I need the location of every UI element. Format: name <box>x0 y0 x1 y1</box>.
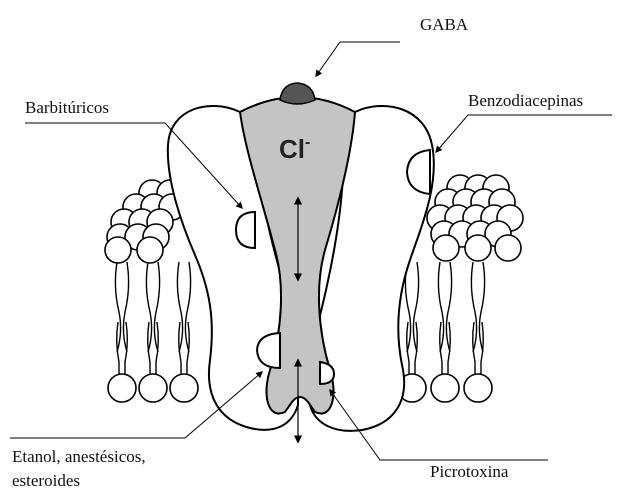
barbituricos-label: Barbitúricos <box>25 98 109 117</box>
benzodiacepinas-label: Benzodiacepinas <box>468 91 583 110</box>
lipid-head <box>495 235 521 261</box>
picrotoxina-label: Picrotoxina <box>430 462 509 481</box>
gaba-leader <box>316 42 400 76</box>
lipid-head <box>433 235 459 261</box>
etanol-label-line1: Etanol, anestésicos, <box>12 447 146 466</box>
lipid-head <box>431 374 459 402</box>
lipid-head <box>170 374 198 402</box>
lipid-head <box>465 235 491 261</box>
gaba-binding-site <box>280 83 315 104</box>
lipid-head <box>139 374 167 402</box>
benzodiacepinas-leader <box>436 115 612 152</box>
lipid-head <box>108 374 136 402</box>
barbiturate-binding-site <box>236 212 255 248</box>
gaba-label: GABA <box>420 15 469 34</box>
etanol-label-line2: esteroides <box>12 471 80 490</box>
lipid-head <box>137 237 163 263</box>
lipid-head <box>105 237 131 263</box>
lipid-head <box>464 374 492 402</box>
